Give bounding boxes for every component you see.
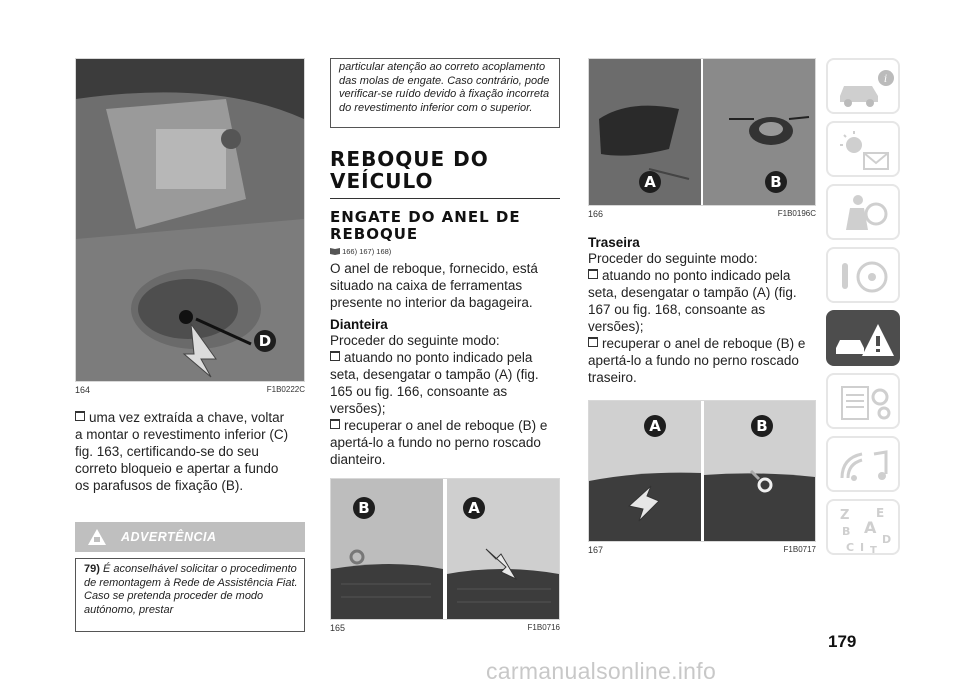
warning-text: É aconselhável solicitar o procedimento … xyxy=(84,563,298,616)
svg-text:A: A xyxy=(864,518,877,537)
front-bumper-photo xyxy=(331,479,559,619)
svg-text:I: I xyxy=(860,541,864,554)
figure-166-caption: 166 F1B0196C xyxy=(588,209,816,219)
figure-number: 164 xyxy=(75,385,91,395)
tab-safety[interactable] xyxy=(826,184,900,240)
rear-heading: Traseira xyxy=(588,235,640,250)
figure-167: A B xyxy=(588,400,816,542)
tab-index[interactable]: Z E B A C D I T xyxy=(826,499,900,556)
front-procedure: Proceder do seguinte modo: atuando no po… xyxy=(330,333,548,467)
tab-car-info[interactable]: i xyxy=(826,58,900,114)
bullet-icon xyxy=(330,351,340,361)
svg-text:Z: Z xyxy=(840,508,849,523)
bullet-icon xyxy=(75,411,85,421)
figure-164-caption: 164 F1B0222C xyxy=(75,385,305,395)
figure-166: A B xyxy=(588,58,816,206)
bullet-icon xyxy=(330,419,340,429)
bullet-icon xyxy=(588,269,598,279)
note-number: 79) xyxy=(84,563,100,575)
warning-header: ADVERTÊNCIA xyxy=(75,522,305,552)
section-rule xyxy=(330,198,560,199)
figure-165: B A xyxy=(330,478,560,620)
continued-note: particular atenção ao correto acoplament… xyxy=(330,58,560,128)
callout-a: A xyxy=(644,415,666,437)
callout-a: A xyxy=(463,497,485,519)
chapter-sidebar: i xyxy=(826,58,900,562)
figure-167-caption: 167 F1B0717 xyxy=(588,545,816,555)
left-column: D 164 F1B0222C uma vez extraída a chave,… xyxy=(75,58,305,632)
emergency-breakdown-icon xyxy=(836,324,894,356)
callout-b: B xyxy=(765,171,787,193)
maintenance-icon xyxy=(841,386,891,420)
watermark: carmanualsonline.info xyxy=(486,658,717,684)
tab-maintenance[interactable] xyxy=(826,373,900,429)
front-heading: Dianteira xyxy=(330,317,388,332)
callout-b: B xyxy=(751,415,773,437)
warning-lights-icon xyxy=(840,131,889,170)
middle-column: particular atenção ao correto acoplament… xyxy=(330,58,560,633)
section-title: REBOQUE DO VEÍCULO xyxy=(330,147,489,193)
svg-text:D: D xyxy=(882,533,891,546)
bullet-icon xyxy=(588,337,598,347)
rear-procedure: Proceder do seguinte modo: atuando no po… xyxy=(588,251,806,385)
warning-title: ADVERTÊNCIA xyxy=(121,530,217,544)
right-column: A B 166 F1B0196C Traseira Proceder do se… xyxy=(588,58,816,555)
figure-164: D xyxy=(75,58,305,382)
warning-box: 79) É aconselhável solicitar o procedime… xyxy=(75,558,305,632)
figure-code: F1B0222C xyxy=(266,385,305,394)
rear-bumper-photo xyxy=(589,401,815,541)
subsection-title: ENGATE DO ANEL DE REBOQUE xyxy=(330,208,521,243)
multimedia-icon xyxy=(840,450,888,481)
tab-driving[interactable] xyxy=(826,247,900,303)
svg-text:B: B xyxy=(842,525,850,538)
svg-text:C: C xyxy=(846,541,854,554)
note-references: 166) 167) 168) xyxy=(330,247,560,256)
warning-car-icon xyxy=(88,529,106,545)
callout-b: B xyxy=(353,497,375,519)
svg-text:E: E xyxy=(876,506,884,520)
steering-column-photo xyxy=(76,59,304,381)
left-bullet: uma vez extraída a chave, voltar a monta… xyxy=(75,410,289,493)
page-number: 179 xyxy=(828,632,857,651)
safety-airbag-icon xyxy=(846,195,888,230)
book-icon xyxy=(330,248,340,255)
callout-a: A xyxy=(639,171,661,193)
callout-d: D xyxy=(254,330,276,352)
tab-multimedia[interactable] xyxy=(826,436,900,492)
intro-text: O anel de reboque, fornecido, está situa… xyxy=(330,261,538,310)
car-info-icon: i xyxy=(840,70,894,107)
svg-text:T: T xyxy=(870,545,877,556)
steering-wheel-icon xyxy=(842,261,888,293)
figure-165-caption: 165 F1B0716 xyxy=(330,623,560,633)
tab-emergency[interactable] xyxy=(826,310,900,366)
svg-text:i: i xyxy=(884,74,887,85)
index-icon: Z E B A C D I T xyxy=(840,506,891,556)
tab-warning-lights[interactable] xyxy=(826,121,900,177)
